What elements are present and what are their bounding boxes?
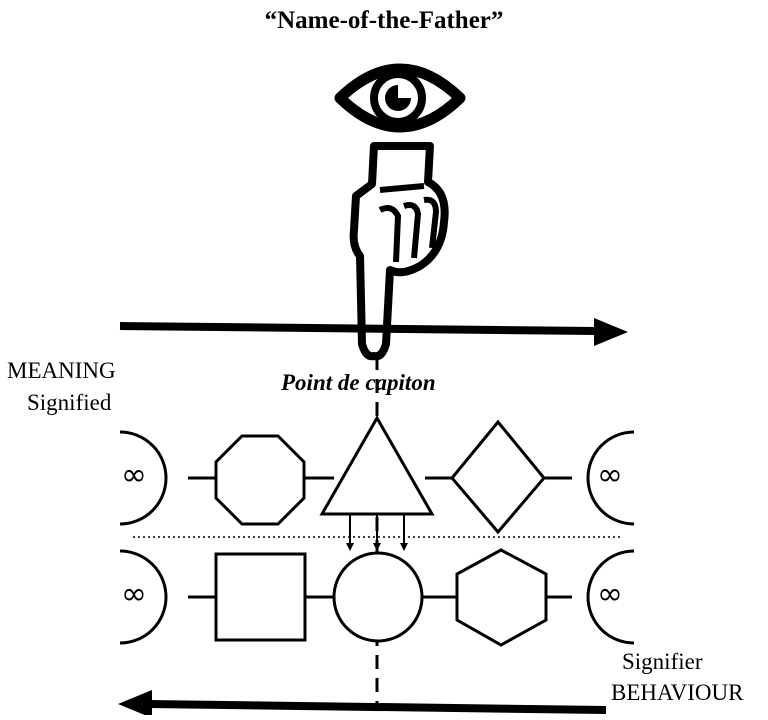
right-cap-lower xyxy=(586,549,635,645)
signified-vector-arrow xyxy=(119,318,628,346)
signified-label: Signified xyxy=(27,390,112,415)
diamond-shape xyxy=(450,419,546,535)
triangle-shape xyxy=(319,414,435,516)
right-cap-upper xyxy=(586,430,635,526)
name-of-the-father-title: “Name-of-the-Father” xyxy=(264,7,504,34)
square-shape xyxy=(214,552,307,642)
hexagon-shape xyxy=(455,548,548,647)
infinity-symbol-lower-right: ∞ xyxy=(597,576,623,612)
downward-arrows xyxy=(346,514,408,551)
upper-signified-chain xyxy=(119,414,635,535)
eye-icon xyxy=(334,63,466,133)
lower-signifier-chain xyxy=(119,548,635,647)
point-de-capiton-label: Point de capiton xyxy=(281,370,436,395)
signifier-vector-arrow xyxy=(118,690,607,718)
left-cap-lower xyxy=(119,549,168,645)
octagon-shape xyxy=(214,434,306,526)
infinity-symbol-upper-right: ∞ xyxy=(597,457,623,493)
signifier-label: Signifier xyxy=(622,649,703,674)
meaning-label: MEANING xyxy=(7,358,116,383)
infinity-symbol-lower-left: ∞ xyxy=(121,576,147,612)
circle-shape xyxy=(332,551,424,643)
infinity-symbol-upper-left: ∞ xyxy=(121,457,147,493)
pointing-hand-icon xyxy=(349,142,449,361)
left-cap-upper xyxy=(119,430,168,526)
behaviour-label: BEHAVIOUR xyxy=(611,680,744,705)
